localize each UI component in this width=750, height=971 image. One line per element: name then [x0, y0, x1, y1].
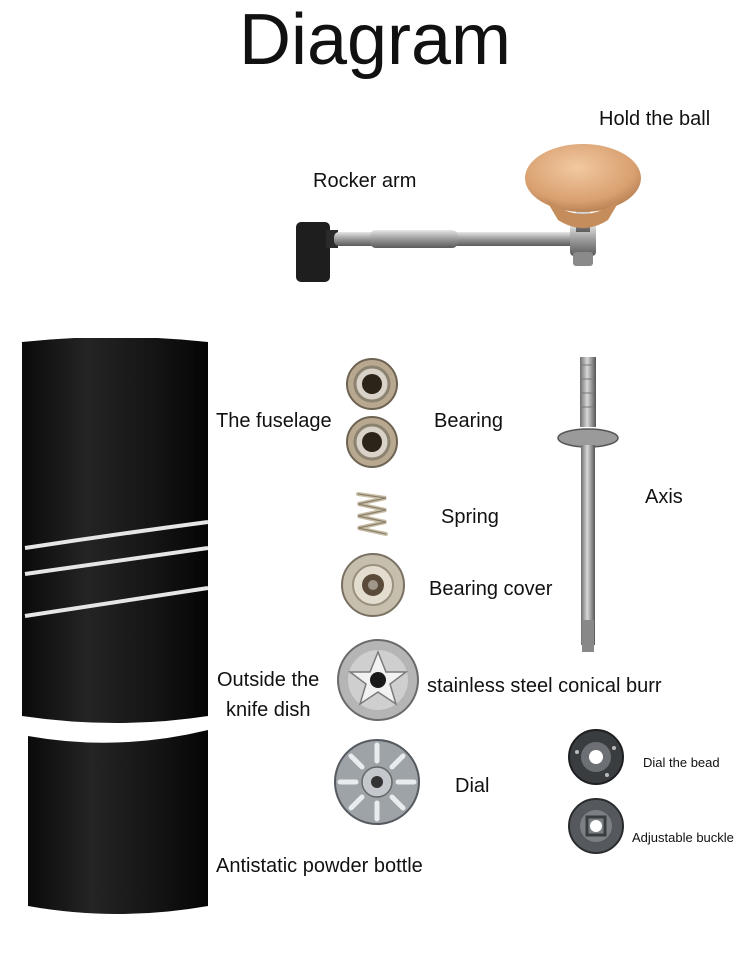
label-outside-knife-dish-2: knife dish — [226, 699, 311, 721]
label-fuselage: The fuselage — [216, 410, 332, 432]
axis-image — [555, 355, 625, 655]
fuselage-image — [22, 338, 212, 723]
label-adjustable-buckle: Adjustable buckle — [632, 830, 734, 845]
powder-bottle-image — [28, 728, 210, 918]
label-outside-knife-dish-1: Outside the — [217, 669, 320, 691]
label-hold-ball: Hold the ball — [599, 108, 711, 130]
spring-image — [354, 490, 390, 540]
label-dial-bead: Dial the bead — [643, 755, 720, 770]
bearing-cover-image — [340, 552, 406, 618]
label-powder-bottle: Antistatic powder bottle — [216, 855, 423, 877]
adjustable-buckle-image — [567, 797, 625, 855]
label-axis: Axis — [645, 486, 683, 508]
diagram-title: Diagram — [238, 0, 512, 80]
rocker-arm-image — [290, 140, 650, 290]
bearing-image — [344, 358, 400, 470]
dial-image — [332, 737, 422, 827]
dial-bead-image — [567, 728, 625, 786]
label-bearing: Bearing — [434, 410, 503, 432]
label-conical-burr: stainless steel conical burr — [427, 675, 662, 697]
conical-burr-image — [336, 638, 420, 722]
label-dial: Dial — [455, 775, 490, 797]
label-bearing-cover: Bearing cover — [429, 578, 553, 600]
label-rocker-arm: Rocker arm — [313, 170, 417, 192]
label-spring: Spring — [441, 506, 499, 528]
